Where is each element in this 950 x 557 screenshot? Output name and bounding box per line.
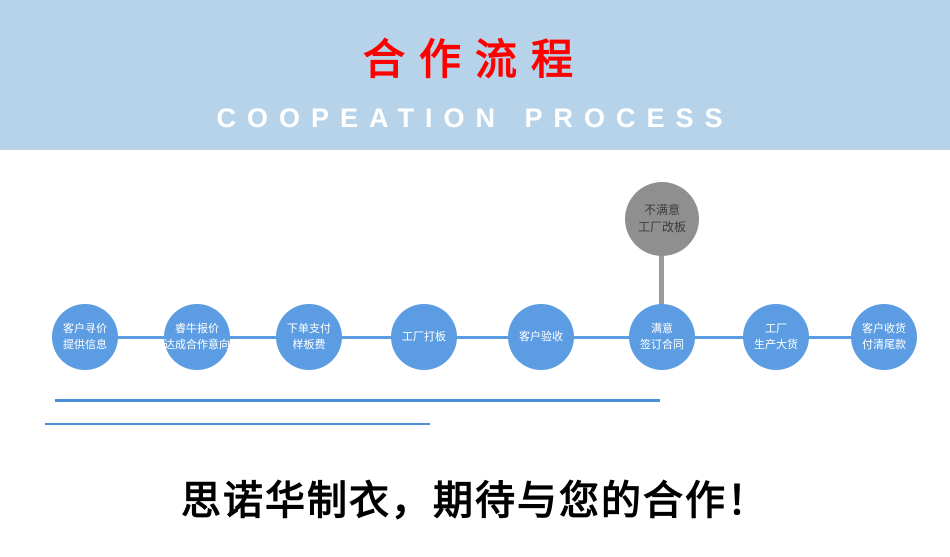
step-label-line2: 提供信息 bbox=[63, 339, 107, 351]
step-label-line2: 签订合同 bbox=[640, 339, 684, 351]
flow-step-contract: 满意 签订合同 bbox=[629, 304, 695, 370]
step-label-line1: 客户收货 bbox=[862, 323, 906, 335]
step-label-line1: 工厂 bbox=[765, 323, 787, 335]
step-label-line1: 满意 bbox=[651, 323, 673, 335]
step-label-line1: 工厂打板 bbox=[402, 331, 446, 343]
flow-branch-rework: 不满意 工厂改板 bbox=[625, 182, 699, 256]
footer-slogan: 思诺华制衣，期待与您的合作！ bbox=[181, 479, 769, 523]
flow-step-sample: 工厂打板 bbox=[391, 304, 457, 370]
step-label-line1: 睿牛报价 bbox=[175, 323, 219, 335]
step-label-line1: 客户验收 bbox=[519, 331, 563, 343]
branch-label-line1: 不满意 bbox=[643, 203, 680, 217]
step-label-line1: 客户寻价 bbox=[63, 323, 107, 335]
banner-subtitle: COOPEATION PROCESS bbox=[216, 103, 734, 133]
step-label-line2: 样板费 bbox=[292, 339, 326, 351]
flow-step-delivery: 客户收货 付清尾款 bbox=[851, 304, 917, 370]
flow-step-acceptance: 客户验收 bbox=[508, 304, 574, 370]
flow-step-quote: 睿牛报价 达成合作意向 bbox=[164, 304, 230, 370]
flow-step-order-pay: 下单支付 样板费 bbox=[276, 304, 342, 370]
step-label-line2: 达成合作意向 bbox=[164, 339, 230, 351]
branch-label-line2: 工厂改板 bbox=[637, 220, 686, 234]
banner: 合作流程 COOPEATION PROCESS bbox=[0, 0, 950, 150]
banner-title: 合作流程 bbox=[362, 36, 587, 83]
step-label-line2: 生产大货 bbox=[754, 339, 798, 351]
flow-step-production: 工厂 生产大货 bbox=[743, 304, 809, 370]
step-label-line2: 付清尾款 bbox=[862, 339, 906, 351]
step-label-line1: 下单支付 bbox=[287, 323, 331, 335]
branch-connector-line bbox=[659, 252, 664, 310]
decorative-line-short bbox=[45, 423, 430, 425]
flow-step-inquiry: 客户寻价 提供信息 bbox=[52, 304, 118, 370]
decorative-line-long bbox=[55, 399, 660, 402]
flow-connector-line bbox=[85, 336, 884, 339]
